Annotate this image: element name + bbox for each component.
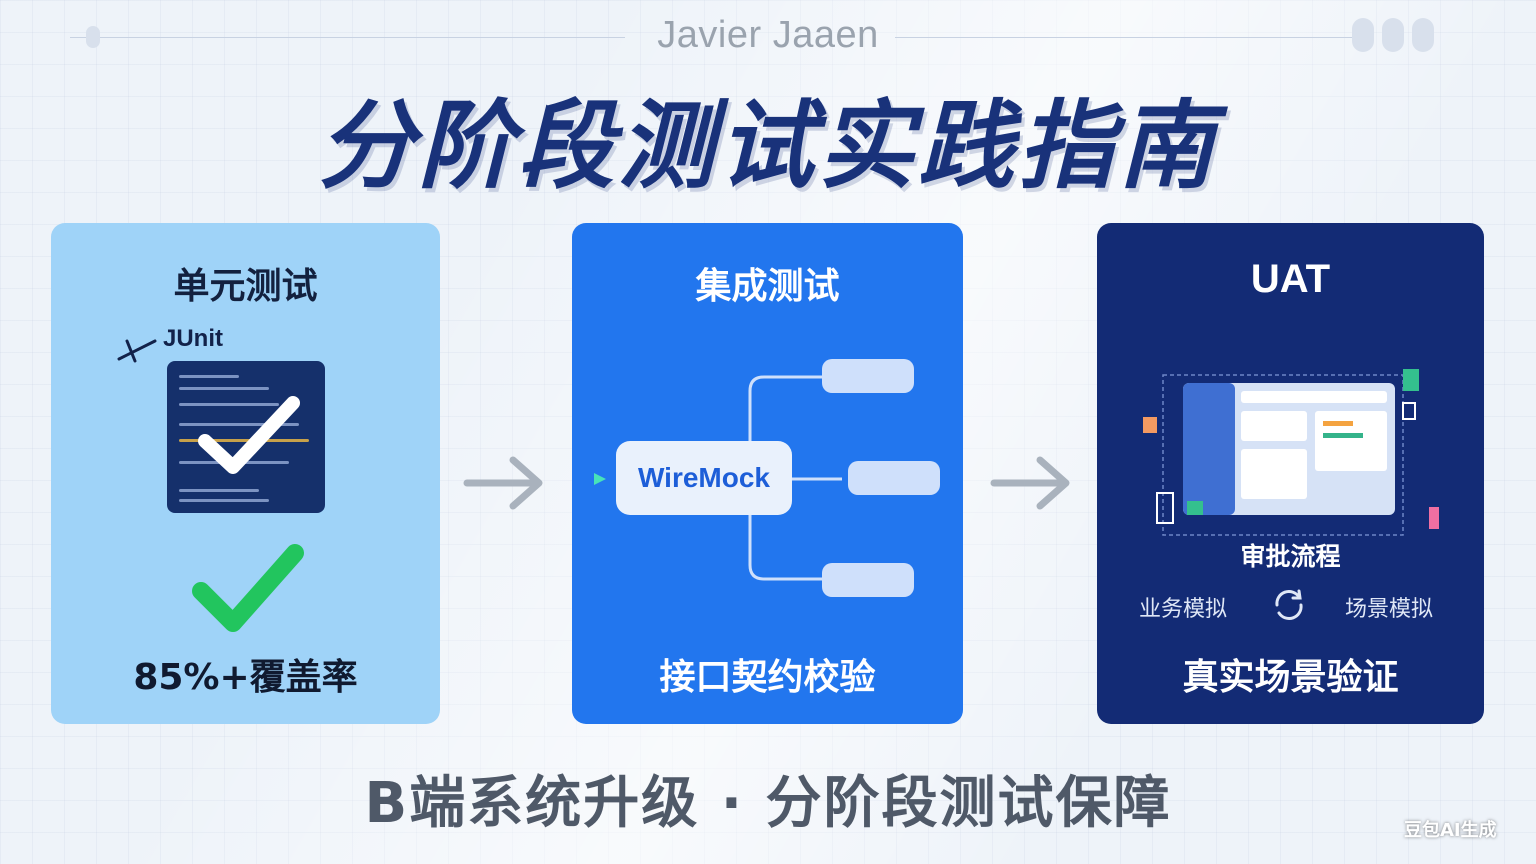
business-simulation-label: 业务模拟 bbox=[1139, 597, 1228, 622]
decor-dots-right bbox=[1352, 18, 1434, 52]
success-check-icon bbox=[192, 544, 304, 632]
check-icon bbox=[198, 396, 300, 474]
subtitle: B端系统升级 · 分阶段测试保障 bbox=[364, 771, 1172, 836]
card-footer: 85%+覆盖率 bbox=[133, 657, 358, 698]
integration-connections bbox=[594, 375, 842, 581]
tools-icon bbox=[117, 339, 157, 363]
card-footer: 接口契约校验 bbox=[659, 657, 876, 698]
endpoint-node bbox=[848, 461, 940, 495]
wiremock-box: WireMock bbox=[616, 441, 792, 515]
arrow-right-icon bbox=[990, 456, 1070, 510]
card-footer: 真实场景验证 bbox=[1182, 657, 1399, 698]
tool-label: JUnit bbox=[163, 325, 223, 352]
code-panel bbox=[167, 361, 325, 513]
arrow-right-icon bbox=[463, 456, 543, 510]
card-title: 集成测试 bbox=[695, 266, 840, 307]
dashboard-illustration bbox=[1143, 369, 1439, 536]
header-divider-left bbox=[70, 37, 625, 38]
page-title: 分阶段测试实践指南 bbox=[318, 90, 1218, 202]
process-label: 审批流程 bbox=[1240, 542, 1341, 571]
endpoint-node bbox=[822, 359, 914, 393]
card-uat: UAT 审批流程 业务模拟 场景模拟 真实场景验证 bbox=[1097, 223, 1484, 724]
header-divider-right bbox=[895, 37, 1355, 38]
card-integration-test: 集成测试 WireMock 接口契约校验 bbox=[572, 223, 963, 724]
card-unit-test: 单元测试 JUnit 85%+覆盖率 bbox=[51, 223, 440, 724]
card-title: 单元测试 bbox=[173, 266, 318, 307]
author-name: Javier Jaaen bbox=[657, 14, 879, 56]
watermark: 豆包AI生成 bbox=[1404, 820, 1497, 841]
endpoint-node bbox=[822, 563, 914, 597]
decor-dot-left bbox=[86, 26, 100, 48]
card-title: UAT bbox=[1250, 257, 1331, 301]
scenario-simulation-label: 场景模拟 bbox=[1345, 597, 1434, 622]
sync-icon bbox=[1275, 589, 1303, 620]
